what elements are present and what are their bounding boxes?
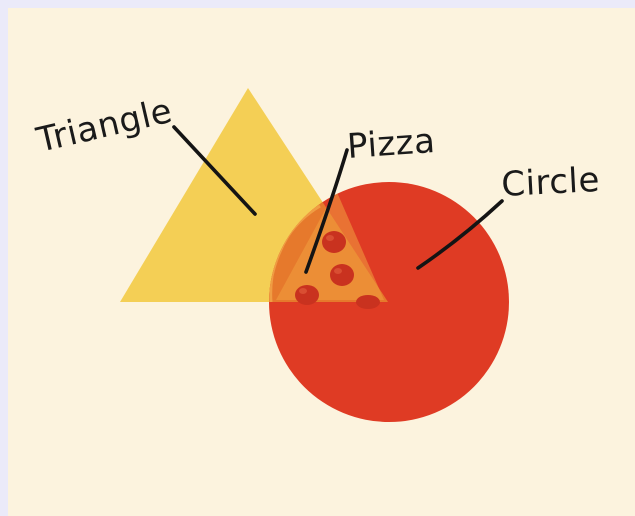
triangle-label: Triangle — [32, 91, 176, 161]
circle-label: Circle — [500, 160, 600, 205]
pepperoni-4 — [356, 295, 380, 309]
pepperoni-highlight-3 — [299, 288, 307, 294]
pepperoni-3 — [295, 285, 319, 305]
pizza-label: Pizza — [346, 121, 437, 167]
pepperoni-2 — [330, 264, 354, 286]
pepperoni-1 — [322, 231, 346, 253]
pepperoni-highlight-2 — [334, 268, 342, 274]
pepperoni-highlight-1 — [326, 235, 334, 241]
